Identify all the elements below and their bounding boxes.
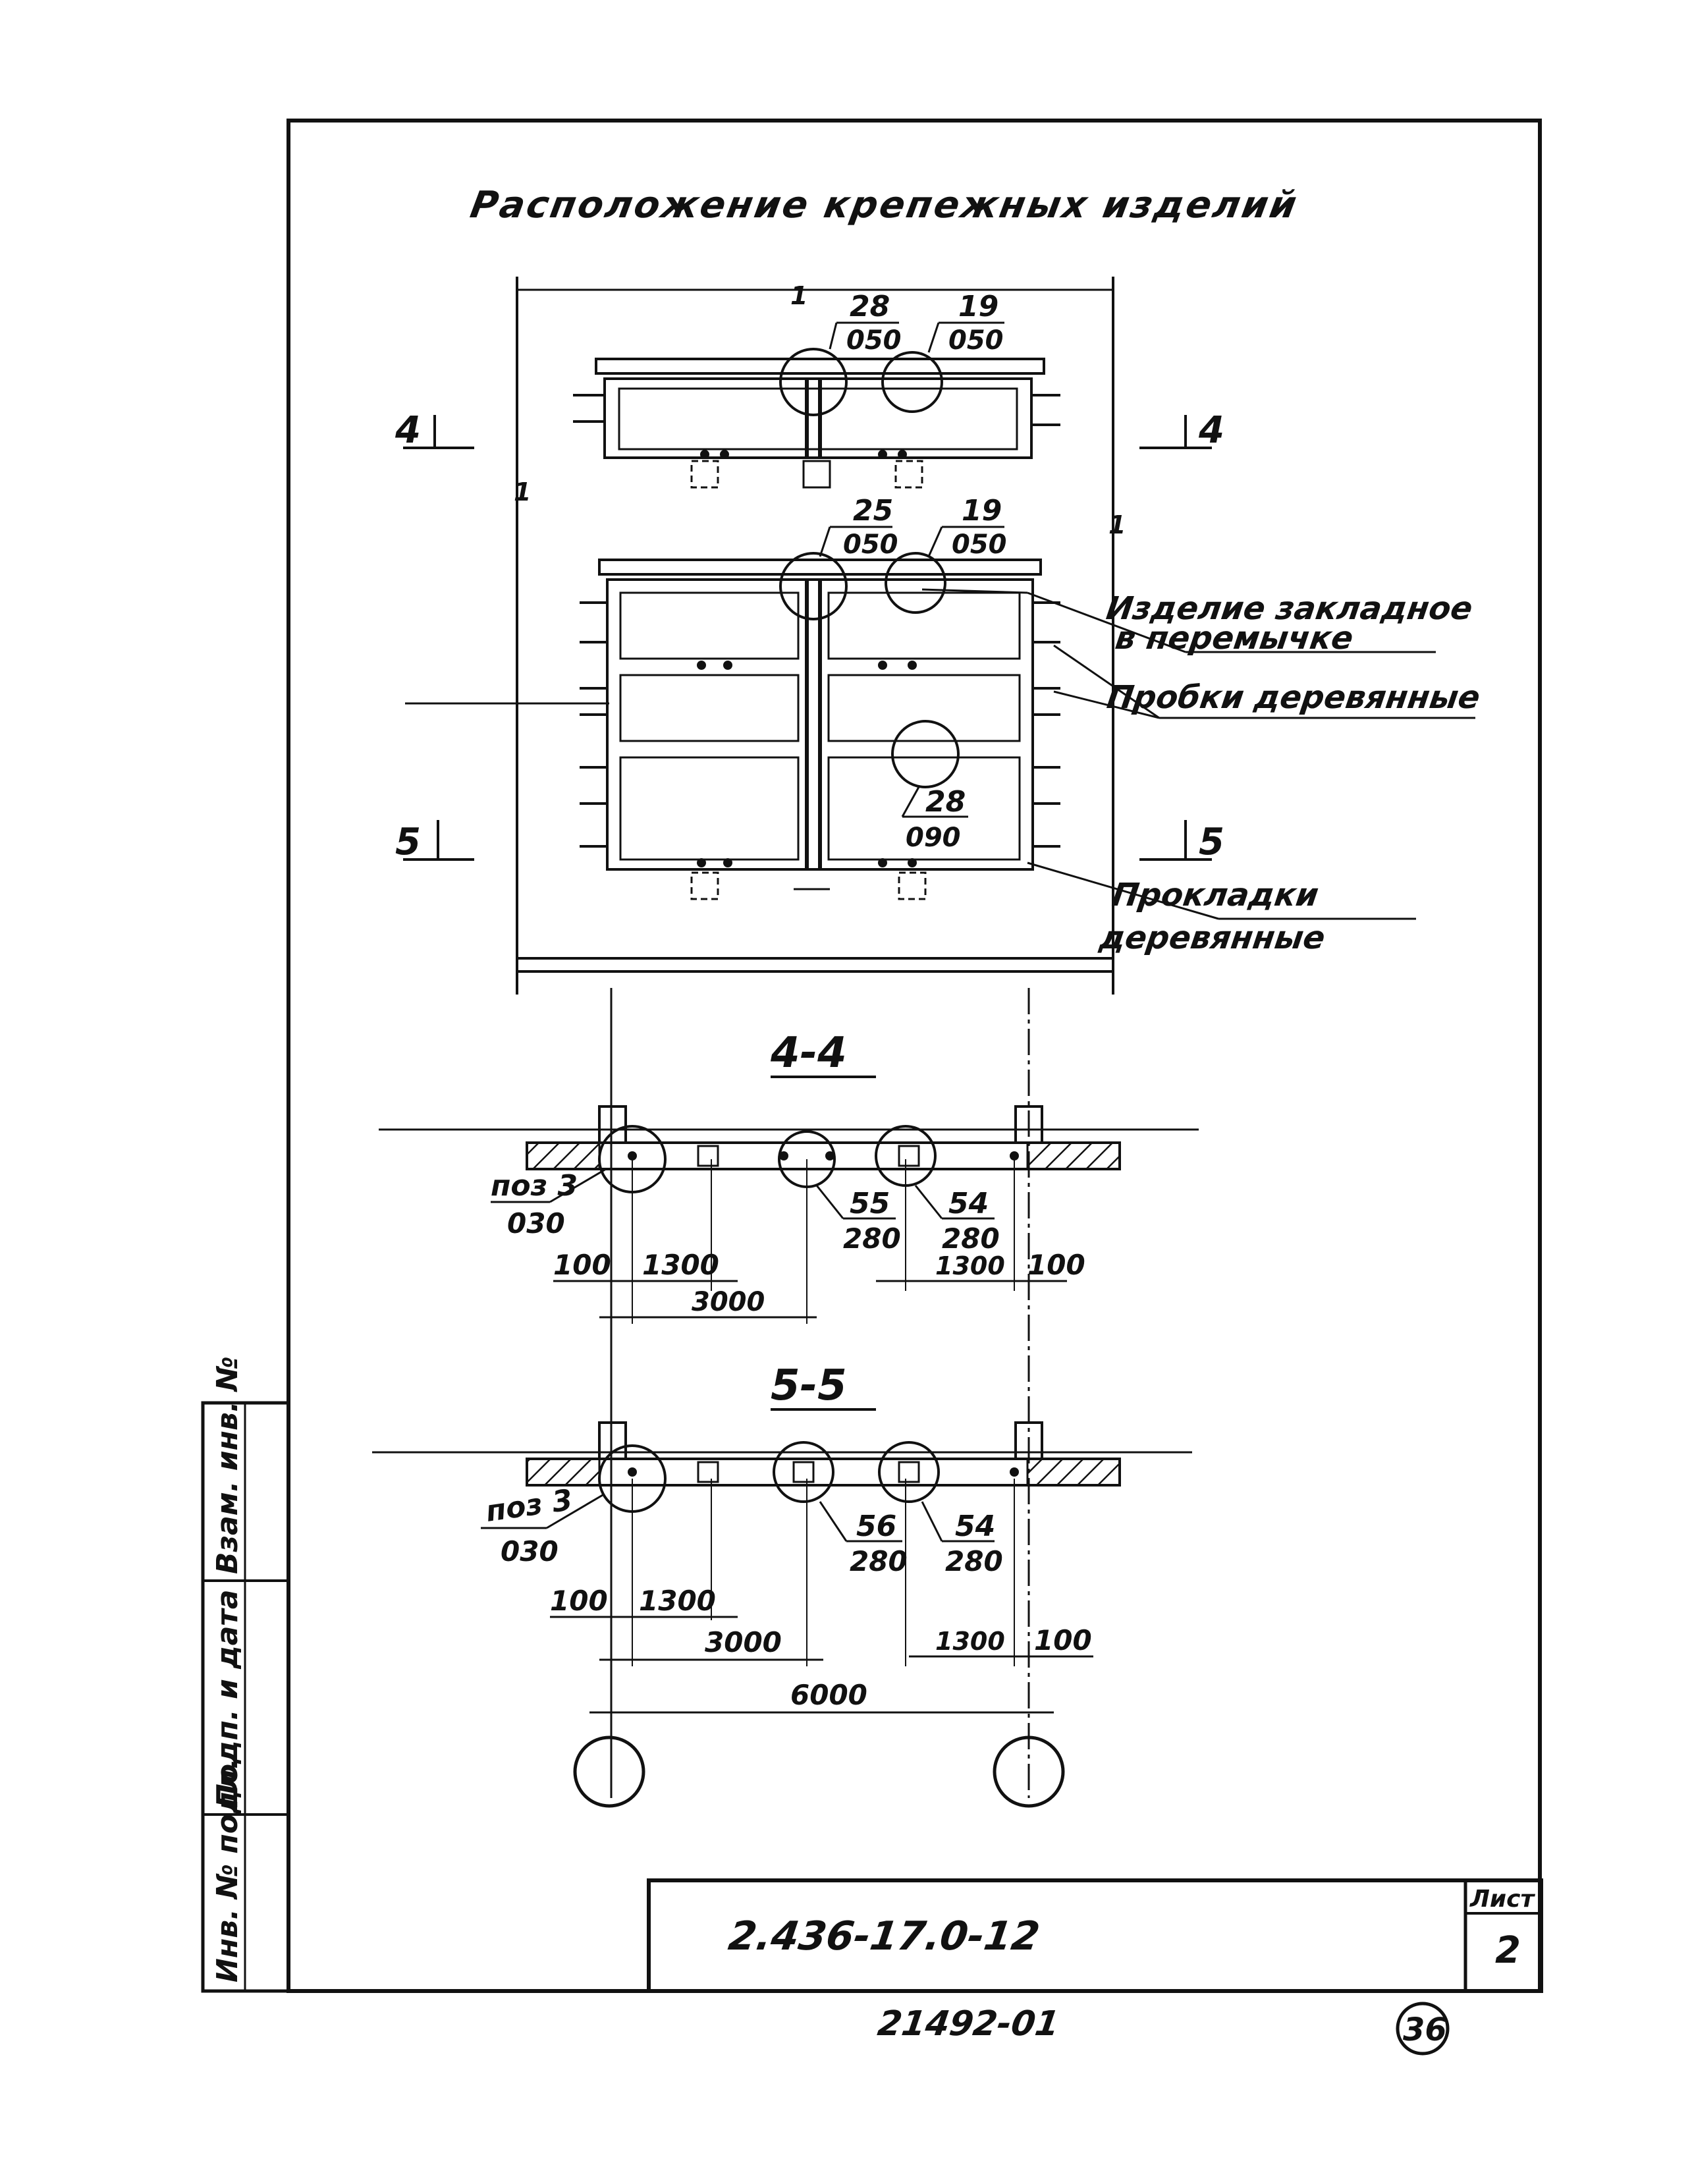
callout-top-1-size: 050	[846, 325, 902, 356]
section-4-4: 4-4 поз 3 030 55 280	[379, 1029, 1199, 1324]
doc-code: 2.436-17.0-12	[726, 1913, 1043, 1959]
callout-mid-1: 25 050	[819, 494, 898, 560]
section-5-label-bottom: 030	[501, 1535, 559, 1568]
section-mark-4-right-label: 4	[1198, 409, 1224, 452]
section-5-dim-half: 3000	[705, 1626, 782, 1658]
section-4-label-top: поз 3	[491, 1169, 578, 1203]
page-number: 36	[1403, 2011, 1447, 2048]
stamp-sign-date: Подп. и дата	[211, 1589, 244, 1808]
note-embedded-part-line1: Изделие закладное	[1104, 590, 1475, 627]
note-wooden-pads: Прокладки деревянные	[1027, 861, 1416, 956]
callout-lower: 28 090	[901, 785, 968, 853]
section-5-5: 5-5 поз 3 030 56 280 54 280 100	[372, 1361, 1192, 1714]
section-4-hatch-right	[1026, 1141, 1121, 1170]
page-number-circle	[1396, 2002, 1450, 2056]
section-5-dim-total: 6000	[790, 1679, 867, 1711]
axis-mark-right: 1	[1108, 510, 1126, 539]
section-5-dim-right-2: 100	[1034, 1624, 1092, 1656]
stamp-replace-inv: Взам. инв. №	[211, 1356, 244, 1574]
section-4-dim-left-2: 1300	[642, 1249, 719, 1281]
section-5-callout-1-pos: 56	[856, 1510, 896, 1543]
plan-view: 1 1 1 28	[395, 277, 1483, 995]
sheet-number: 2	[1495, 1929, 1521, 1972]
section-4-dim-left-1: 100	[553, 1249, 611, 1281]
section-mark-5-left: 5	[395, 820, 474, 863]
section-4-callout-1-pos: 55	[850, 1187, 890, 1220]
section-mark-4-left-label: 4	[395, 409, 421, 452]
note-embedded-part-line2: в перемычке	[1113, 620, 1355, 657]
callout-lower-size: 090	[906, 823, 961, 853]
callout-lower-pos: 28	[925, 785, 966, 819]
callout-top-2-pos: 19	[958, 290, 998, 323]
section-mark-4-right: 4	[1139, 409, 1224, 452]
sheet-label: Лист	[1469, 1886, 1535, 1913]
section-4-dim-half: 3000	[692, 1287, 765, 1317]
title-block: 2.436-17.0-12 Лист 2	[647, 1878, 1543, 1993]
section-5-dim-left-1: 100	[550, 1585, 608, 1617]
section-4-4-title: 4-4	[770, 1029, 847, 1078]
callout-top-1: 28 050	[829, 290, 902, 356]
section-mark-5-right-label: 5	[1199, 821, 1224, 863]
axis-lines	[610, 988, 1030, 1798]
section-4-callout-2-pos: 54	[948, 1187, 989, 1220]
section-4-dim-right-1: 1300	[935, 1251, 1005, 1280]
callout-top-1-pos: 28	[850, 290, 890, 323]
callout-mid-2: 19 050	[927, 494, 1007, 560]
note-wooden-pads-line2: деревянные	[1097, 919, 1327, 956]
stamp-inv-number: Инв. № подл.	[211, 1759, 244, 1982]
section-5-label-top: поз 3	[483, 1483, 574, 1529]
section-mark-4-left: 4	[395, 409, 474, 452]
section-5-callout-1-size: 280	[850, 1545, 908, 1577]
section-4-dim-right-2: 100	[1027, 1249, 1085, 1281]
section-mark-5-left-label: 5	[395, 821, 421, 863]
callout-top-2-size: 050	[948, 325, 1004, 356]
callout-top-2: 19 050	[927, 290, 1004, 356]
axis-bubble-left	[573, 1735, 645, 1808]
callout-mid-2-size: 050	[952, 530, 1007, 560]
archive-number: 21492-01	[875, 2004, 1062, 2044]
section-4-callout-2-size: 280	[942, 1222, 1000, 1255]
drawing-frame	[201, 119, 1542, 1993]
note-wooden-pads-line1: Прокладки	[1110, 877, 1321, 914]
section-4-hatch-left	[526, 1141, 601, 1170]
section-mark-5-right: 5	[1139, 820, 1224, 863]
note-wooden-plugs: Пробки деревянные	[1053, 644, 1483, 719]
axis-bubble-right	[993, 1735, 1065, 1808]
note-wooden-plugs-line1: Пробки деревянные	[1105, 679, 1482, 716]
section-5-5-title: 5-5	[771, 1361, 847, 1410]
section-4-callout-1-size: 280	[843, 1222, 901, 1255]
callout-mid-1-size: 050	[843, 530, 898, 560]
side-stamp: Инв. № подл. Подп. и дата Взам. инв. №	[211, 1356, 244, 1982]
callout-mid-2-pos: 19	[962, 494, 1002, 528]
axis-mark-top: 1	[790, 281, 807, 310]
callout-mid-1-pos: 25	[853, 494, 893, 528]
section-5-dim-right-1: 1300	[935, 1627, 1005, 1656]
section-5-callout-2-size: 280	[945, 1545, 1003, 1577]
drawing-title: Расположение крепежных изделий	[467, 184, 1301, 227]
axis-mark-left: 1	[514, 478, 531, 506]
section-4-label-bottom: 030	[507, 1207, 565, 1240]
lower-beam-block	[405, 552, 1060, 900]
upper-beam-block	[573, 348, 1060, 489]
section-5-dim-left-2: 1300	[639, 1585, 716, 1617]
note-embedded-part: Изделие закладное в перемычке	[921, 588, 1475, 657]
section-5-callout-2-pos: 54	[955, 1510, 995, 1543]
